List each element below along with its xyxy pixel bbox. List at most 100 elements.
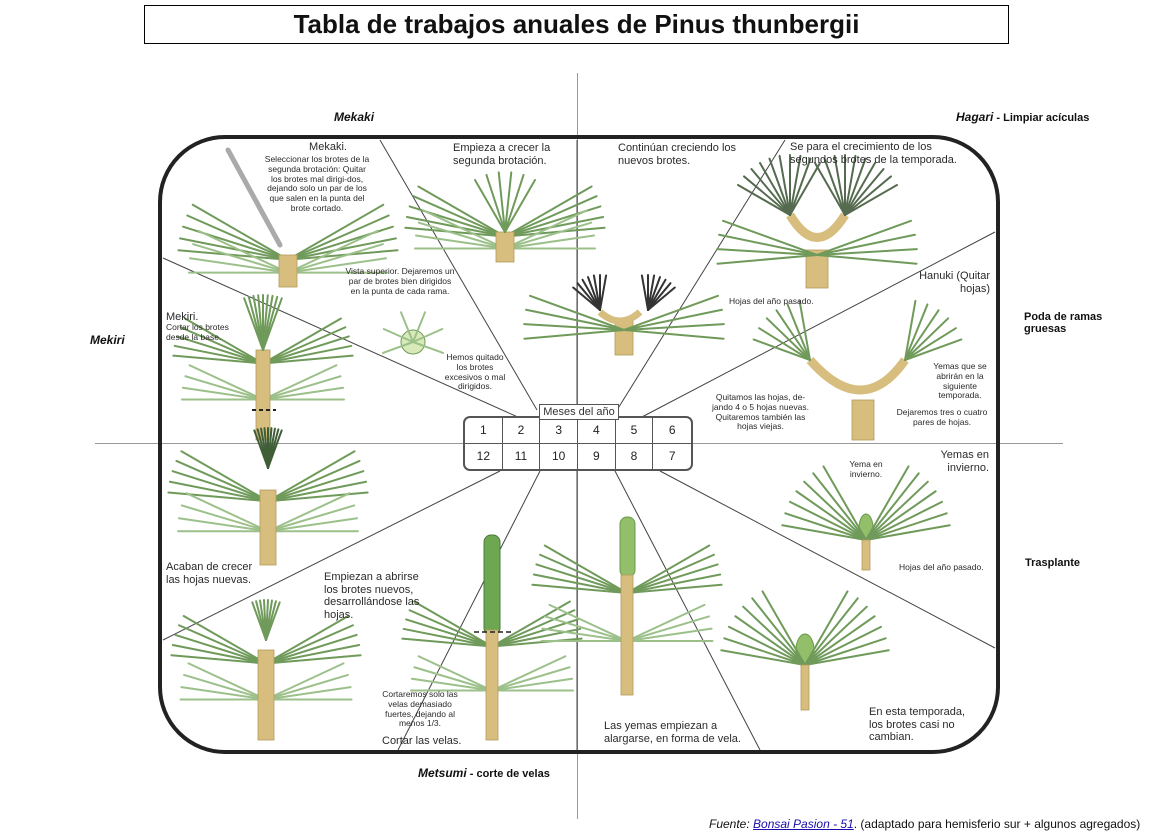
- needle: [267, 504, 356, 533]
- needle: [408, 609, 493, 648]
- needle: [781, 524, 867, 541]
- needle: [262, 375, 342, 401]
- needle: [189, 257, 289, 274]
- month-cell-9: 9: [578, 443, 616, 469]
- needle: [504, 195, 598, 238]
- needle: [177, 249, 289, 261]
- panel-cortaremos: Cortaremos solo las velas demasiado fuer…: [382, 689, 458, 729]
- month-cell-11: 11: [503, 443, 541, 469]
- needle: [405, 618, 493, 648]
- needle: [504, 221, 593, 250]
- needle: [865, 472, 920, 541]
- needle: [413, 666, 493, 692]
- source-suffix: . (adaptado para hemisferio sur + alguno…: [853, 817, 1141, 831]
- month-cell-6: 6: [653, 418, 691, 444]
- needle: [287, 214, 390, 261]
- needle: [626, 615, 710, 642]
- needle: [626, 544, 711, 594]
- panel-quitamos: Quitamos las hojas, de-jando 4 o 5 hojas…: [712, 392, 809, 432]
- needle: [623, 323, 725, 331]
- panel-yemas-vela: Las yemas empiezan a alargarse, en forma…: [604, 720, 741, 745]
- needle: [287, 229, 379, 274]
- branch: [786, 212, 849, 242]
- needle: [265, 662, 345, 701]
- needle: [626, 583, 723, 594]
- needle: [529, 294, 625, 331]
- needle: [180, 686, 267, 701]
- needle: [804, 615, 876, 666]
- panel-continuan: Continúan creciendo los nuevos brotes.: [618, 142, 737, 167]
- source-prefix: Fuente:: [709, 817, 754, 831]
- needle: [592, 274, 601, 311]
- needle: [822, 465, 867, 541]
- needle: [171, 643, 267, 665]
- month-cell-2: 2: [502, 418, 541, 444]
- needle: [743, 175, 791, 216]
- needle: [816, 219, 912, 256]
- needle: [581, 278, 601, 311]
- panel-empiezan: Empiezan a abrirse los brotes nuevos, de…: [324, 571, 420, 621]
- needle: [626, 603, 706, 642]
- needle: [816, 248, 918, 256]
- needle: [543, 544, 628, 594]
- source-link[interactable]: Bonsai Pasion - 51: [753, 817, 854, 831]
- needle: [262, 344, 353, 365]
- needle: [904, 299, 917, 361]
- needle: [491, 637, 583, 648]
- needle: [723, 637, 806, 666]
- needle: [179, 326, 264, 365]
- needle: [491, 677, 574, 692]
- panel-acaban: Acaban de crecer las hojas nuevas.: [166, 561, 253, 586]
- needle: [803, 480, 867, 541]
- needle: [844, 184, 898, 216]
- needle: [718, 233, 818, 256]
- needle: [804, 625, 882, 666]
- source-note: Fuente: Bonsai Pasion - 51. (adaptado pa…: [709, 817, 1140, 831]
- needle: [287, 249, 399, 261]
- needle: [752, 338, 811, 361]
- needle: [400, 311, 414, 343]
- needle: [287, 203, 385, 261]
- needle: [491, 618, 579, 648]
- needle: [262, 317, 342, 365]
- needle: [795, 490, 867, 541]
- needle: [267, 450, 356, 503]
- panel-hanuki: Hanuki (Quitar hojas): [919, 270, 990, 295]
- needle: [174, 633, 267, 665]
- needle: [504, 215, 605, 238]
- needle: [523, 323, 625, 331]
- needle: [647, 278, 667, 311]
- needle: [904, 338, 963, 361]
- needle: [405, 215, 506, 238]
- needle: [412, 341, 445, 354]
- panel-yemas-invierno: Yemas en invierno.: [940, 449, 989, 474]
- needle: [587, 276, 601, 311]
- needle: [287, 243, 384, 274]
- needle: [814, 162, 846, 216]
- needle: [243, 297, 264, 351]
- needle: [599, 274, 608, 311]
- needle: [716, 248, 818, 256]
- needle: [404, 226, 506, 238]
- panel-hojas-pasado-2: Hojas del año pasado.: [899, 562, 984, 572]
- needle: [497, 171, 506, 233]
- needle: [647, 282, 672, 311]
- needle: [491, 655, 567, 692]
- needle: [191, 203, 289, 261]
- needle: [647, 274, 656, 311]
- needle: [626, 563, 719, 594]
- needle: [504, 179, 536, 233]
- needle: [402, 627, 493, 648]
- branch: [806, 357, 909, 395]
- needle: [265, 624, 354, 665]
- needle: [804, 649, 890, 666]
- page-title: Tabla de trabajos anuales de Pinus thunb…: [144, 5, 1009, 44]
- needle: [287, 237, 397, 261]
- needle: [412, 327, 444, 343]
- panel-temporada: En esta temporada, los brotes casi no ca…: [869, 706, 966, 744]
- needle: [262, 354, 354, 365]
- needle: [539, 553, 628, 594]
- needle: [865, 490, 937, 541]
- needle: [267, 470, 365, 503]
